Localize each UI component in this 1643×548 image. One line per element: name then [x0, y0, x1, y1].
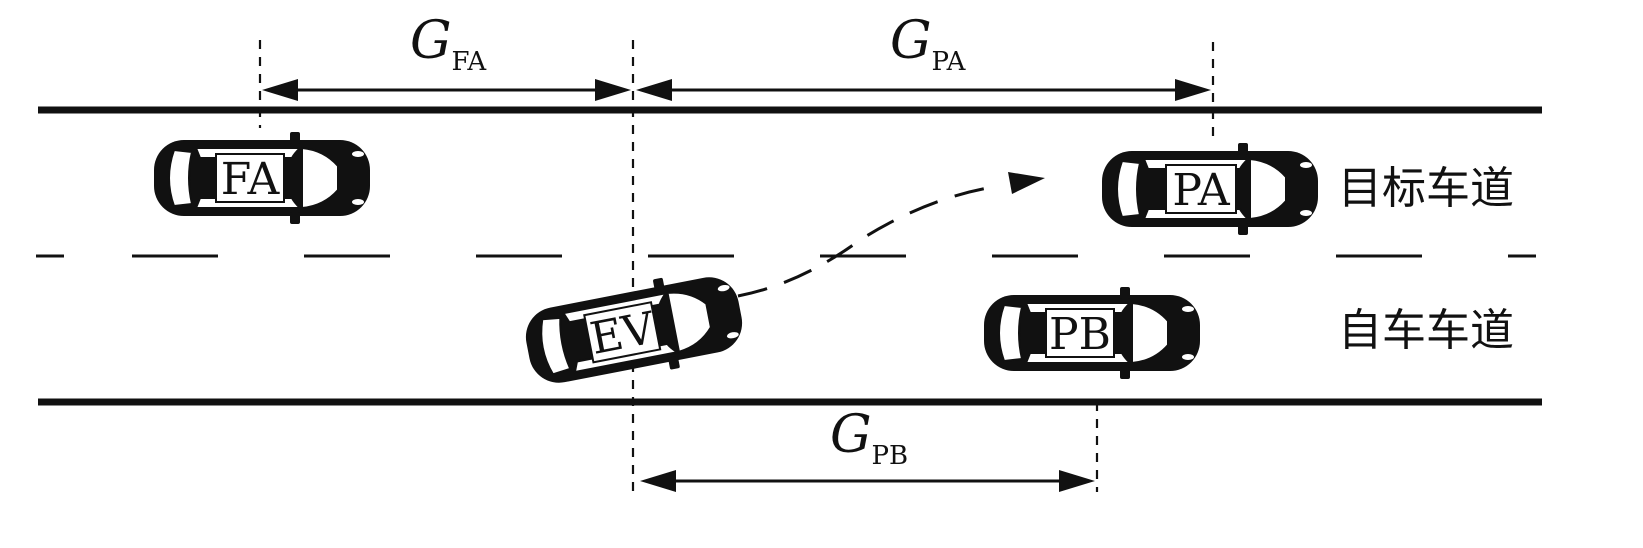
vehicle-pb: PB: [983, 286, 1201, 380]
vehicle-pb-label: PB: [1049, 309, 1111, 360]
gap-fa-arrow: [262, 79, 631, 101]
gap-pb-arrow: [640, 470, 1095, 492]
vehicle-pa: PA: [1101, 142, 1319, 236]
gap-pa-label: GPA: [890, 11, 967, 77]
lane-change-trajectory: [737, 184, 1001, 298]
gap-pb-label: GPB: [830, 405, 908, 471]
ego-lane-label: 自车车道: [1338, 305, 1514, 356]
target-lane-label: 目标车道: [1338, 163, 1514, 214]
vehicle-ev: EV: [518, 263, 750, 397]
vehicle-fa-label: FA: [221, 154, 281, 205]
gap-fa-label: GFA: [410, 11, 487, 77]
gap-pa-arrow: [636, 79, 1211, 101]
vehicle-fa: FA: [153, 131, 371, 225]
vehicle-ev-label: EV: [586, 302, 660, 364]
vehicle-pa-label: PA: [1172, 165, 1231, 216]
trajectory-arrowhead: [1008, 172, 1045, 194]
